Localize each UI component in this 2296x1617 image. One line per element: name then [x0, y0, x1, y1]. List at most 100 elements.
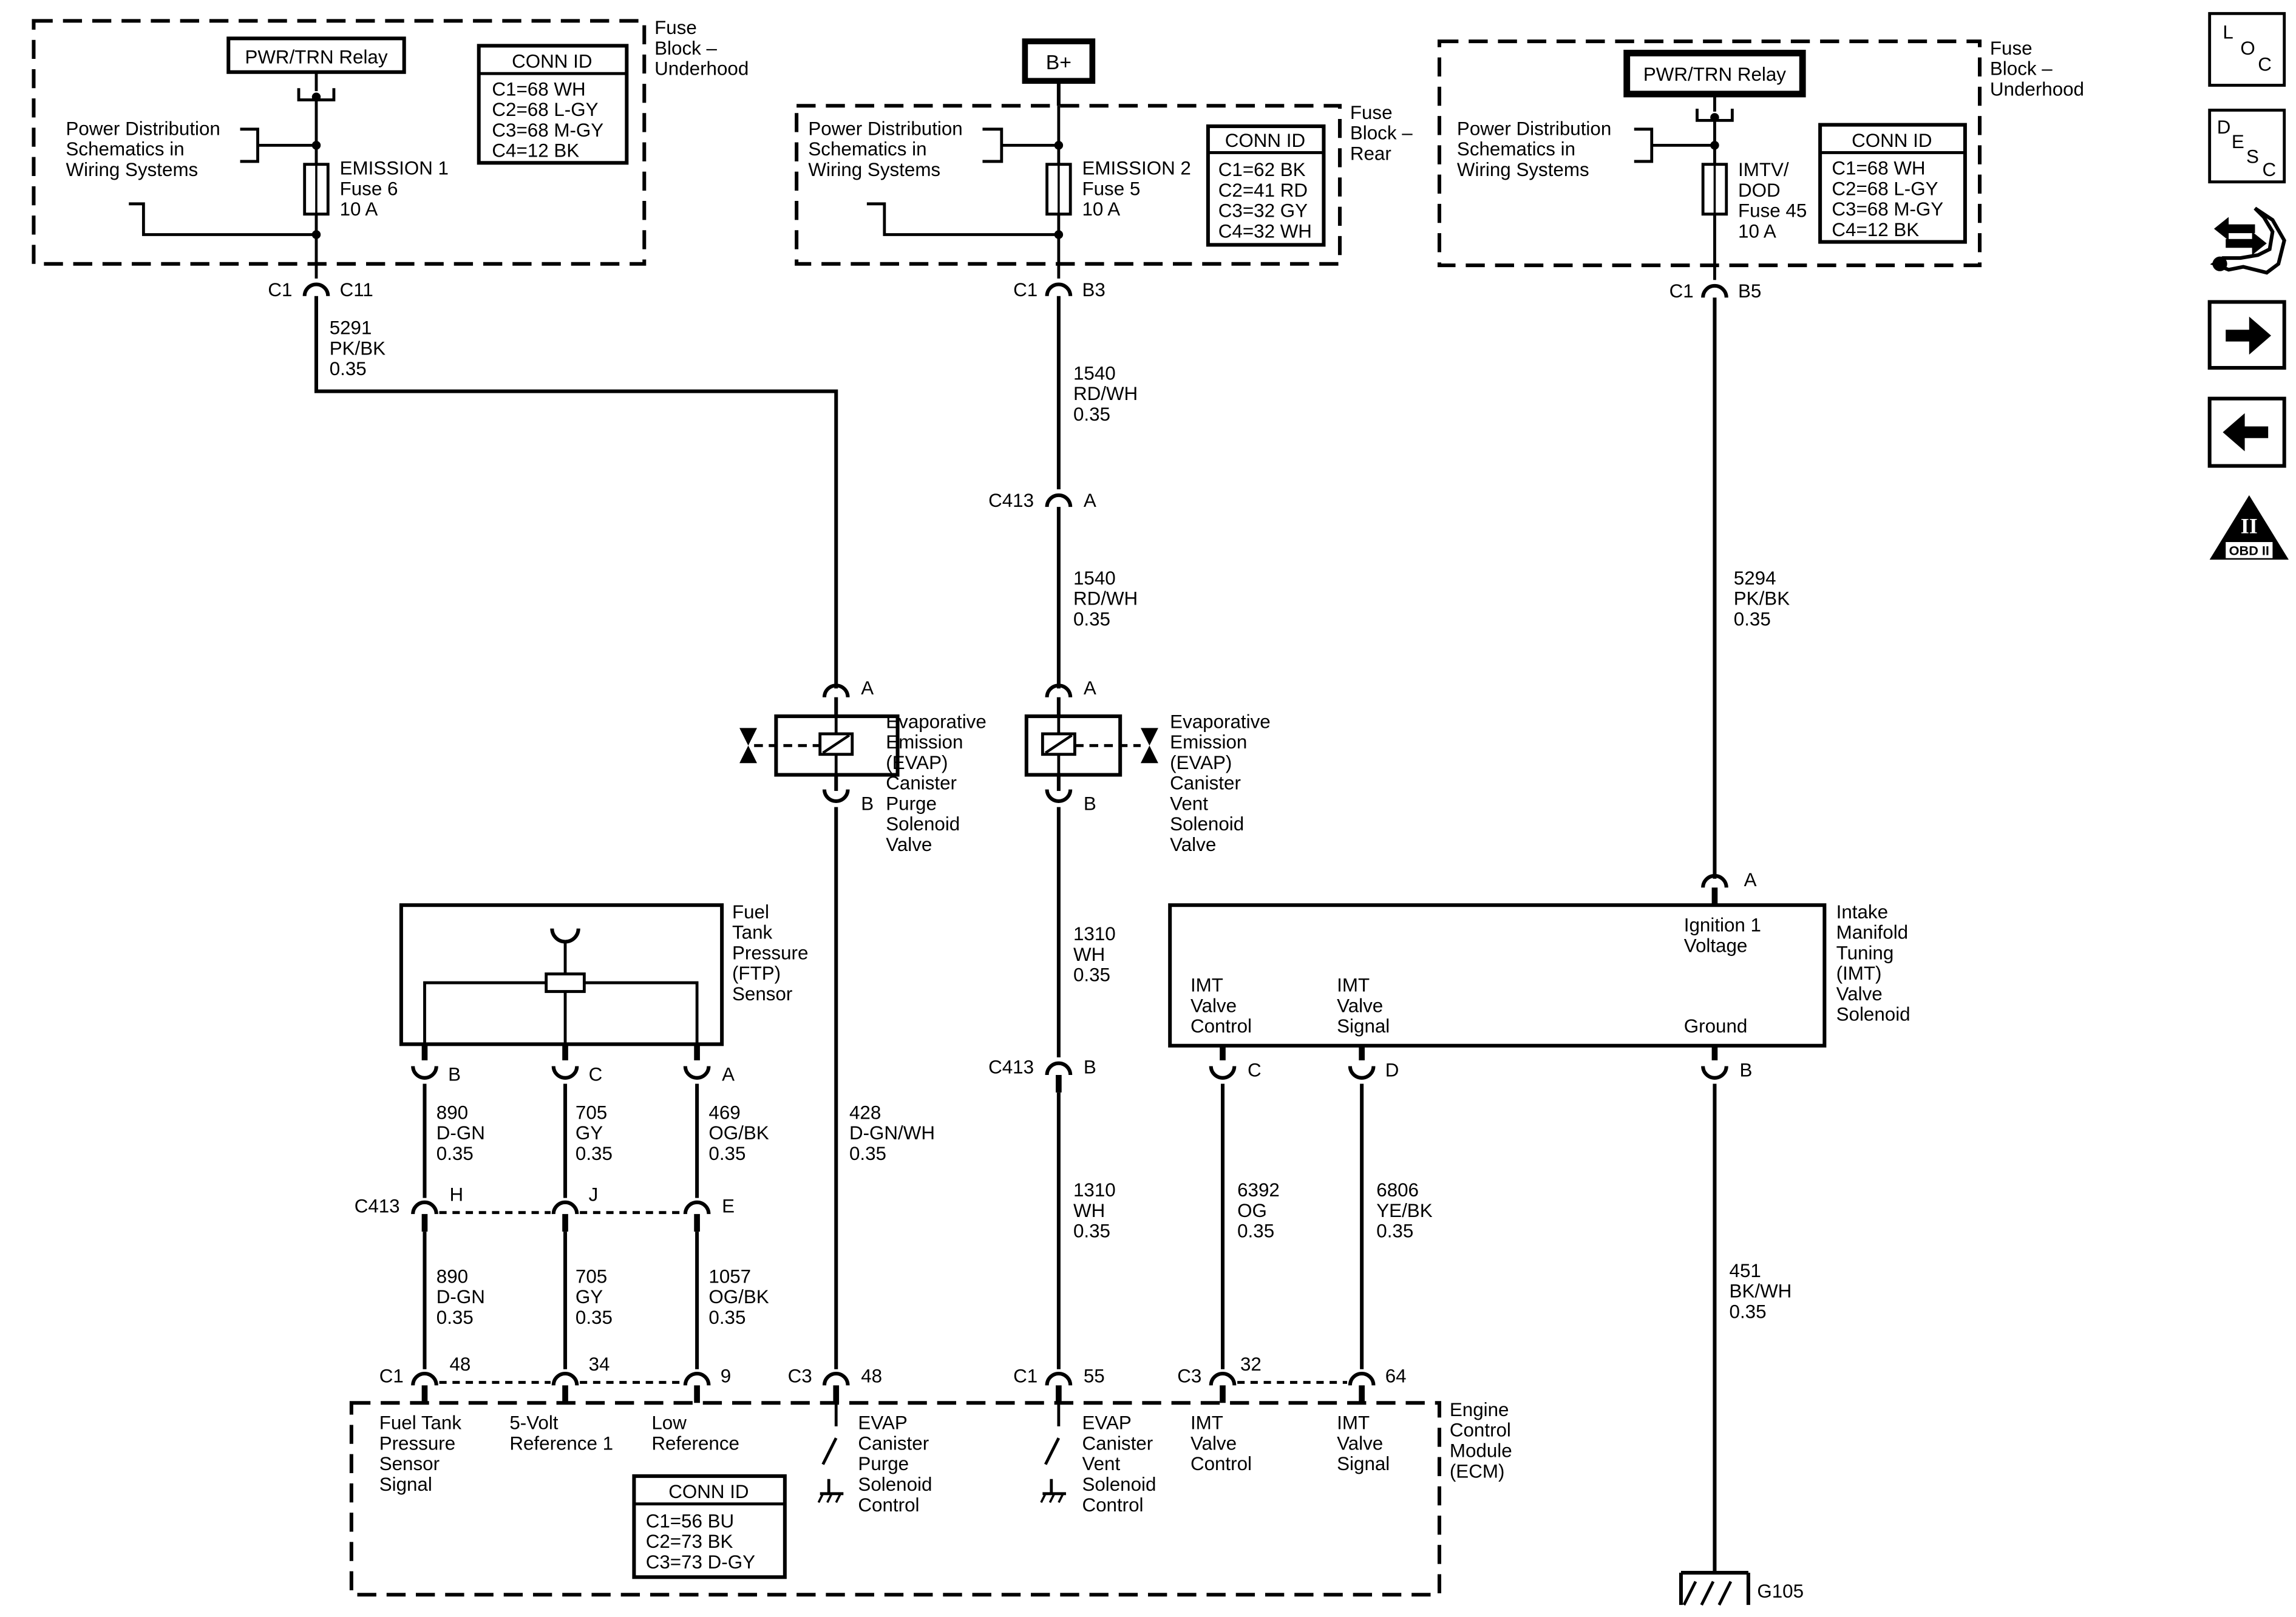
svg-text:0.35: 0.35: [576, 1307, 613, 1328]
connector-c1-c11: C1 C11: [268, 279, 373, 300]
svg-text:C2=73 BK: C2=73 BK: [646, 1531, 733, 1552]
svg-text:CONN ID: CONN ID: [1225, 130, 1305, 151]
svg-text:Control: Control: [1190, 1015, 1252, 1037]
svg-text:451: 451: [1730, 1260, 1761, 1281]
svg-text:(FTP): (FTP): [732, 963, 781, 984]
svg-text:Ignition 1: Ignition 1: [1684, 915, 1761, 936]
valve-icon: [1140, 728, 1158, 764]
svg-text:1057: 1057: [708, 1266, 751, 1287]
svg-text:32: 32: [1240, 1354, 1262, 1375]
svg-text:B3: B3: [1082, 279, 1105, 300]
svg-text:Purge: Purge: [886, 793, 937, 814]
svg-text:Manifold: Manifold: [1836, 922, 1908, 943]
svg-text:Rear: Rear: [1350, 143, 1391, 164]
svg-text:B: B: [1739, 1059, 1752, 1080]
fuse-block-left-title-2: Block –: [654, 38, 717, 59]
svg-text:C1=56 BU: C1=56 BU: [646, 1510, 735, 1531]
svg-text:Pressure: Pressure: [379, 1432, 455, 1454]
relay-label-left: PWR/TRN Relay: [245, 46, 387, 67]
nav-tools-button[interactable]: [2210, 206, 2286, 275]
svg-text:C: C: [1248, 1059, 1262, 1080]
svg-text:C11: C11: [340, 279, 373, 300]
svg-text:6806: 6806: [1376, 1179, 1419, 1201]
svg-text:Wiring Systems: Wiring Systems: [808, 159, 940, 180]
imt-valve-solenoid: A Intake Manifold Tuning (IMT) Valve Sol…: [1168, 869, 1911, 1080]
svg-text:IMTV/: IMTV/: [1738, 159, 1789, 180]
svg-text:EMISSION 1: EMISSION 1: [340, 158, 449, 179]
nav-next-button[interactable]: [2207, 300, 2286, 370]
svg-text:Fuse: Fuse: [1350, 102, 1393, 123]
svg-text:C3: C3: [788, 1366, 812, 1387]
svg-text:Solenoid: Solenoid: [1082, 1474, 1156, 1495]
svg-text:Voltage: Voltage: [1684, 935, 1748, 956]
arrow-left-icon: [2223, 413, 2269, 452]
svg-text:Canister: Canister: [886, 773, 957, 794]
nav-prev-button[interactable]: [2207, 396, 2286, 468]
svg-text:(IMT): (IMT): [1836, 963, 1882, 984]
svg-text:Evaporative: Evaporative: [1170, 711, 1271, 732]
svg-text:1310: 1310: [1073, 1179, 1116, 1201]
svg-text:Solenoid: Solenoid: [1836, 1004, 1911, 1025]
svg-text:Schematics in: Schematics in: [1457, 138, 1575, 160]
svg-text:Solenoid: Solenoid: [886, 813, 960, 835]
svg-text:428: 428: [849, 1102, 881, 1123]
connector-c1-b5: C1 B5: [1669, 280, 1762, 302]
svg-text:CONN ID: CONN ID: [1852, 130, 1932, 151]
svg-text:C3=32 GY: C3=32 GY: [1218, 200, 1308, 222]
svg-text:DOD: DOD: [1738, 180, 1781, 201]
svg-text:Evaporative: Evaporative: [886, 711, 987, 732]
svg-text:Control: Control: [1082, 1494, 1143, 1516]
svg-text:Intake: Intake: [1836, 901, 1888, 923]
svg-text:1540: 1540: [1073, 362, 1116, 384]
svg-text:(ECM): (ECM): [1450, 1460, 1505, 1482]
svg-text:6392: 6392: [1237, 1179, 1280, 1201]
svg-text:705: 705: [576, 1266, 607, 1287]
svg-text:Sensor: Sensor: [732, 983, 792, 1005]
svg-text:C1: C1: [1013, 1366, 1038, 1387]
wire-5291: 5291 PK/BK 0.35: [314, 296, 838, 689]
svg-text:B: B: [1084, 1057, 1096, 1078]
svg-text:10 A: 10 A: [1738, 220, 1776, 242]
svg-text:Valve: Valve: [1337, 995, 1383, 1016]
svg-text:PK/BK: PK/BK: [1734, 588, 1790, 609]
svg-text:0.35: 0.35: [1073, 1221, 1110, 1242]
svg-text:Underhood: Underhood: [1990, 78, 2084, 100]
svg-text:Emission: Emission: [886, 731, 963, 753]
svg-text:34: 34: [589, 1354, 610, 1375]
svg-text:9: 9: [721, 1366, 731, 1387]
svg-text:CONN ID: CONN ID: [668, 1481, 749, 1502]
svg-text:Power Distribution: Power Distribution: [808, 118, 962, 139]
svg-text:C: C: [2263, 159, 2277, 180]
svg-text:Fuse 5: Fuse 5: [1082, 178, 1140, 199]
wire-1310-top: 1310 WH 0.35: [1056, 807, 1116, 1058]
svg-text:5294: 5294: [1734, 568, 1776, 589]
nav-loc-button[interactable]: L O C: [2208, 12, 2286, 87]
svg-text:Fuse 45: Fuse 45: [1738, 200, 1807, 222]
svg-text:Purge: Purge: [858, 1453, 909, 1474]
svg-text:Block –: Block –: [1990, 58, 2053, 80]
svg-text:5291: 5291: [330, 317, 372, 339]
svg-text:Valve: Valve: [1836, 983, 1883, 1005]
svg-text:C4=32 WH: C4=32 WH: [1218, 220, 1312, 242]
svg-text:C1=68 WH: C1=68 WH: [1832, 158, 1925, 179]
svg-text:Canister: Canister: [1170, 773, 1241, 794]
svg-text:0.35: 0.35: [849, 1143, 886, 1164]
svg-text:0.35: 0.35: [1073, 609, 1110, 630]
svg-text:Signal: Signal: [379, 1474, 432, 1495]
wire-1540-bottom: 1540 RD/WH 0.35: [1056, 507, 1138, 689]
wire-6392: 6392 OG 0.35: [1220, 1083, 1280, 1369]
svg-text:Engine: Engine: [1450, 1399, 1509, 1420]
svg-text:Fuse 6: Fuse 6: [340, 178, 398, 199]
nav-obd-ii-button[interactable]: II OBD II: [2209, 495, 2289, 560]
svg-text:0.35: 0.35: [1237, 1221, 1274, 1242]
svg-text:Vent: Vent: [1170, 793, 1208, 814]
svg-text:Ground: Ground: [1684, 1015, 1748, 1037]
svg-text:WH: WH: [1073, 944, 1105, 965]
svg-text:S: S: [2246, 146, 2259, 167]
fuse-block-underhood-left: Fuse Block – Underhood PWR/TRN Relay CON…: [32, 17, 749, 279]
svg-text:C2=68 L-GY: C2=68 L-GY: [492, 99, 598, 120]
svg-text:C2=68 L-GY: C2=68 L-GY: [1832, 178, 1938, 199]
nav-desc-button[interactable]: D E S C: [2208, 109, 2286, 184]
svg-text:Sensor: Sensor: [379, 1453, 440, 1474]
